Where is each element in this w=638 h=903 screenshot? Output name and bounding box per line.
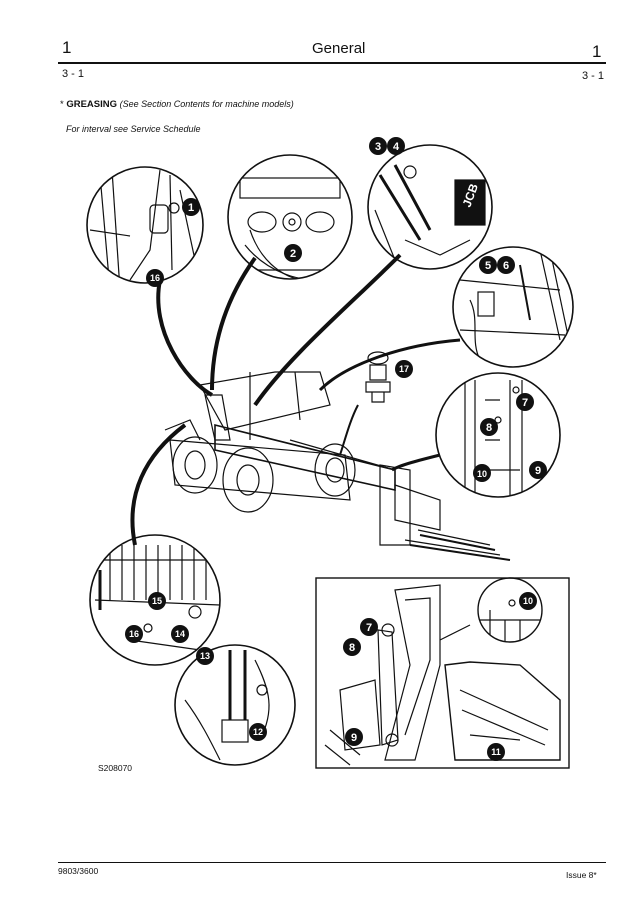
interval-note: For interval see Service Schedule (66, 124, 201, 134)
svg-text:7: 7 (522, 397, 528, 409)
svg-text:10: 10 (477, 469, 487, 479)
inset-panel (315, 577, 570, 769)
inset-callout-8: 8 (343, 638, 361, 656)
callout-10: 10 (473, 464, 491, 482)
inset-callout-10: 10 (519, 592, 537, 610)
svg-text:4: 4 (393, 141, 400, 153)
svg-text:6: 6 (503, 260, 509, 272)
footer-doc-number: 9803/3600 (58, 866, 99, 876)
callout-16-top: 16 (146, 269, 164, 287)
detail-circle-12-13 (174, 644, 296, 766)
callout-2: 2 (284, 244, 302, 262)
callout-8: 8 (480, 418, 498, 436)
page-title: General (312, 40, 366, 57)
svg-text:16: 16 (150, 273, 160, 283)
svg-text:1: 1 (188, 202, 194, 214)
svg-text:14: 14 (175, 629, 185, 639)
heading-note: (See Section Contents for machine models… (119, 99, 294, 109)
callout-3: 3 (369, 137, 387, 155)
page-number-left: 3 - 1 (62, 68, 85, 80)
detail-circle-7-10 (435, 372, 561, 498)
callout-16: 16 (125, 625, 143, 643)
svg-text:13: 13 (200, 651, 210, 661)
footer-issue: Issue 8* (566, 870, 597, 880)
callout-14: 14 (171, 625, 189, 643)
svg-text:8: 8 (486, 422, 492, 434)
svg-text:9: 9 (351, 732, 357, 744)
svg-text:17: 17 (399, 364, 409, 374)
callouts: 1 2 3 4 5 6 7 8 9 10 16 17 15 16 14 13 1… (125, 137, 547, 761)
grease-nipple-detail (365, 351, 391, 403)
section-number-left: 1 (62, 38, 72, 57)
callout-17: 17 (395, 360, 413, 378)
svg-text:9: 9 (535, 465, 541, 477)
detail-circle-1 (86, 166, 204, 284)
svg-text:7: 7 (366, 622, 372, 634)
section-heading: * GREASING (See Section Contents for mac… (60, 99, 294, 110)
svg-text:10: 10 (523, 596, 533, 606)
callout-15: 15 (148, 592, 166, 610)
svg-text:2: 2 (290, 248, 296, 260)
header-rule (58, 62, 606, 64)
svg-text:5: 5 (485, 260, 491, 272)
svg-text:3: 3 (375, 141, 381, 153)
callout-13: 13 (196, 647, 214, 665)
heading-bullet: * (60, 99, 64, 110)
page-number-right: 3 - 1 (582, 70, 605, 82)
callout-1: 1 (182, 198, 200, 216)
callout-9: 9 (529, 461, 547, 479)
figure-code: S208070 (98, 763, 133, 773)
inset-callout-9: 9 (345, 728, 363, 746)
callout-5: 5 (479, 256, 497, 274)
svg-text:8: 8 (349, 642, 355, 654)
svg-text:11: 11 (491, 747, 501, 757)
inset-callout-7: 7 (360, 618, 378, 636)
svg-text:12: 12 (253, 727, 263, 737)
inset-callout-11: 11 (487, 743, 505, 761)
callout-6: 6 (497, 256, 515, 274)
callout-4: 4 (387, 137, 405, 155)
section-number-right: 1 (592, 42, 602, 61)
svg-text:16: 16 (129, 629, 139, 639)
heading-title: GREASING (66, 99, 118, 110)
callout-12: 12 (249, 723, 267, 741)
callout-7: 7 (516, 393, 534, 411)
svg-text:15: 15 (152, 596, 162, 606)
telehandler-drawing (164, 371, 511, 561)
detail-circle-3-4: JCB (367, 144, 493, 270)
footer-rule (58, 862, 606, 863)
detail-circle-5-6 (452, 246, 574, 368)
